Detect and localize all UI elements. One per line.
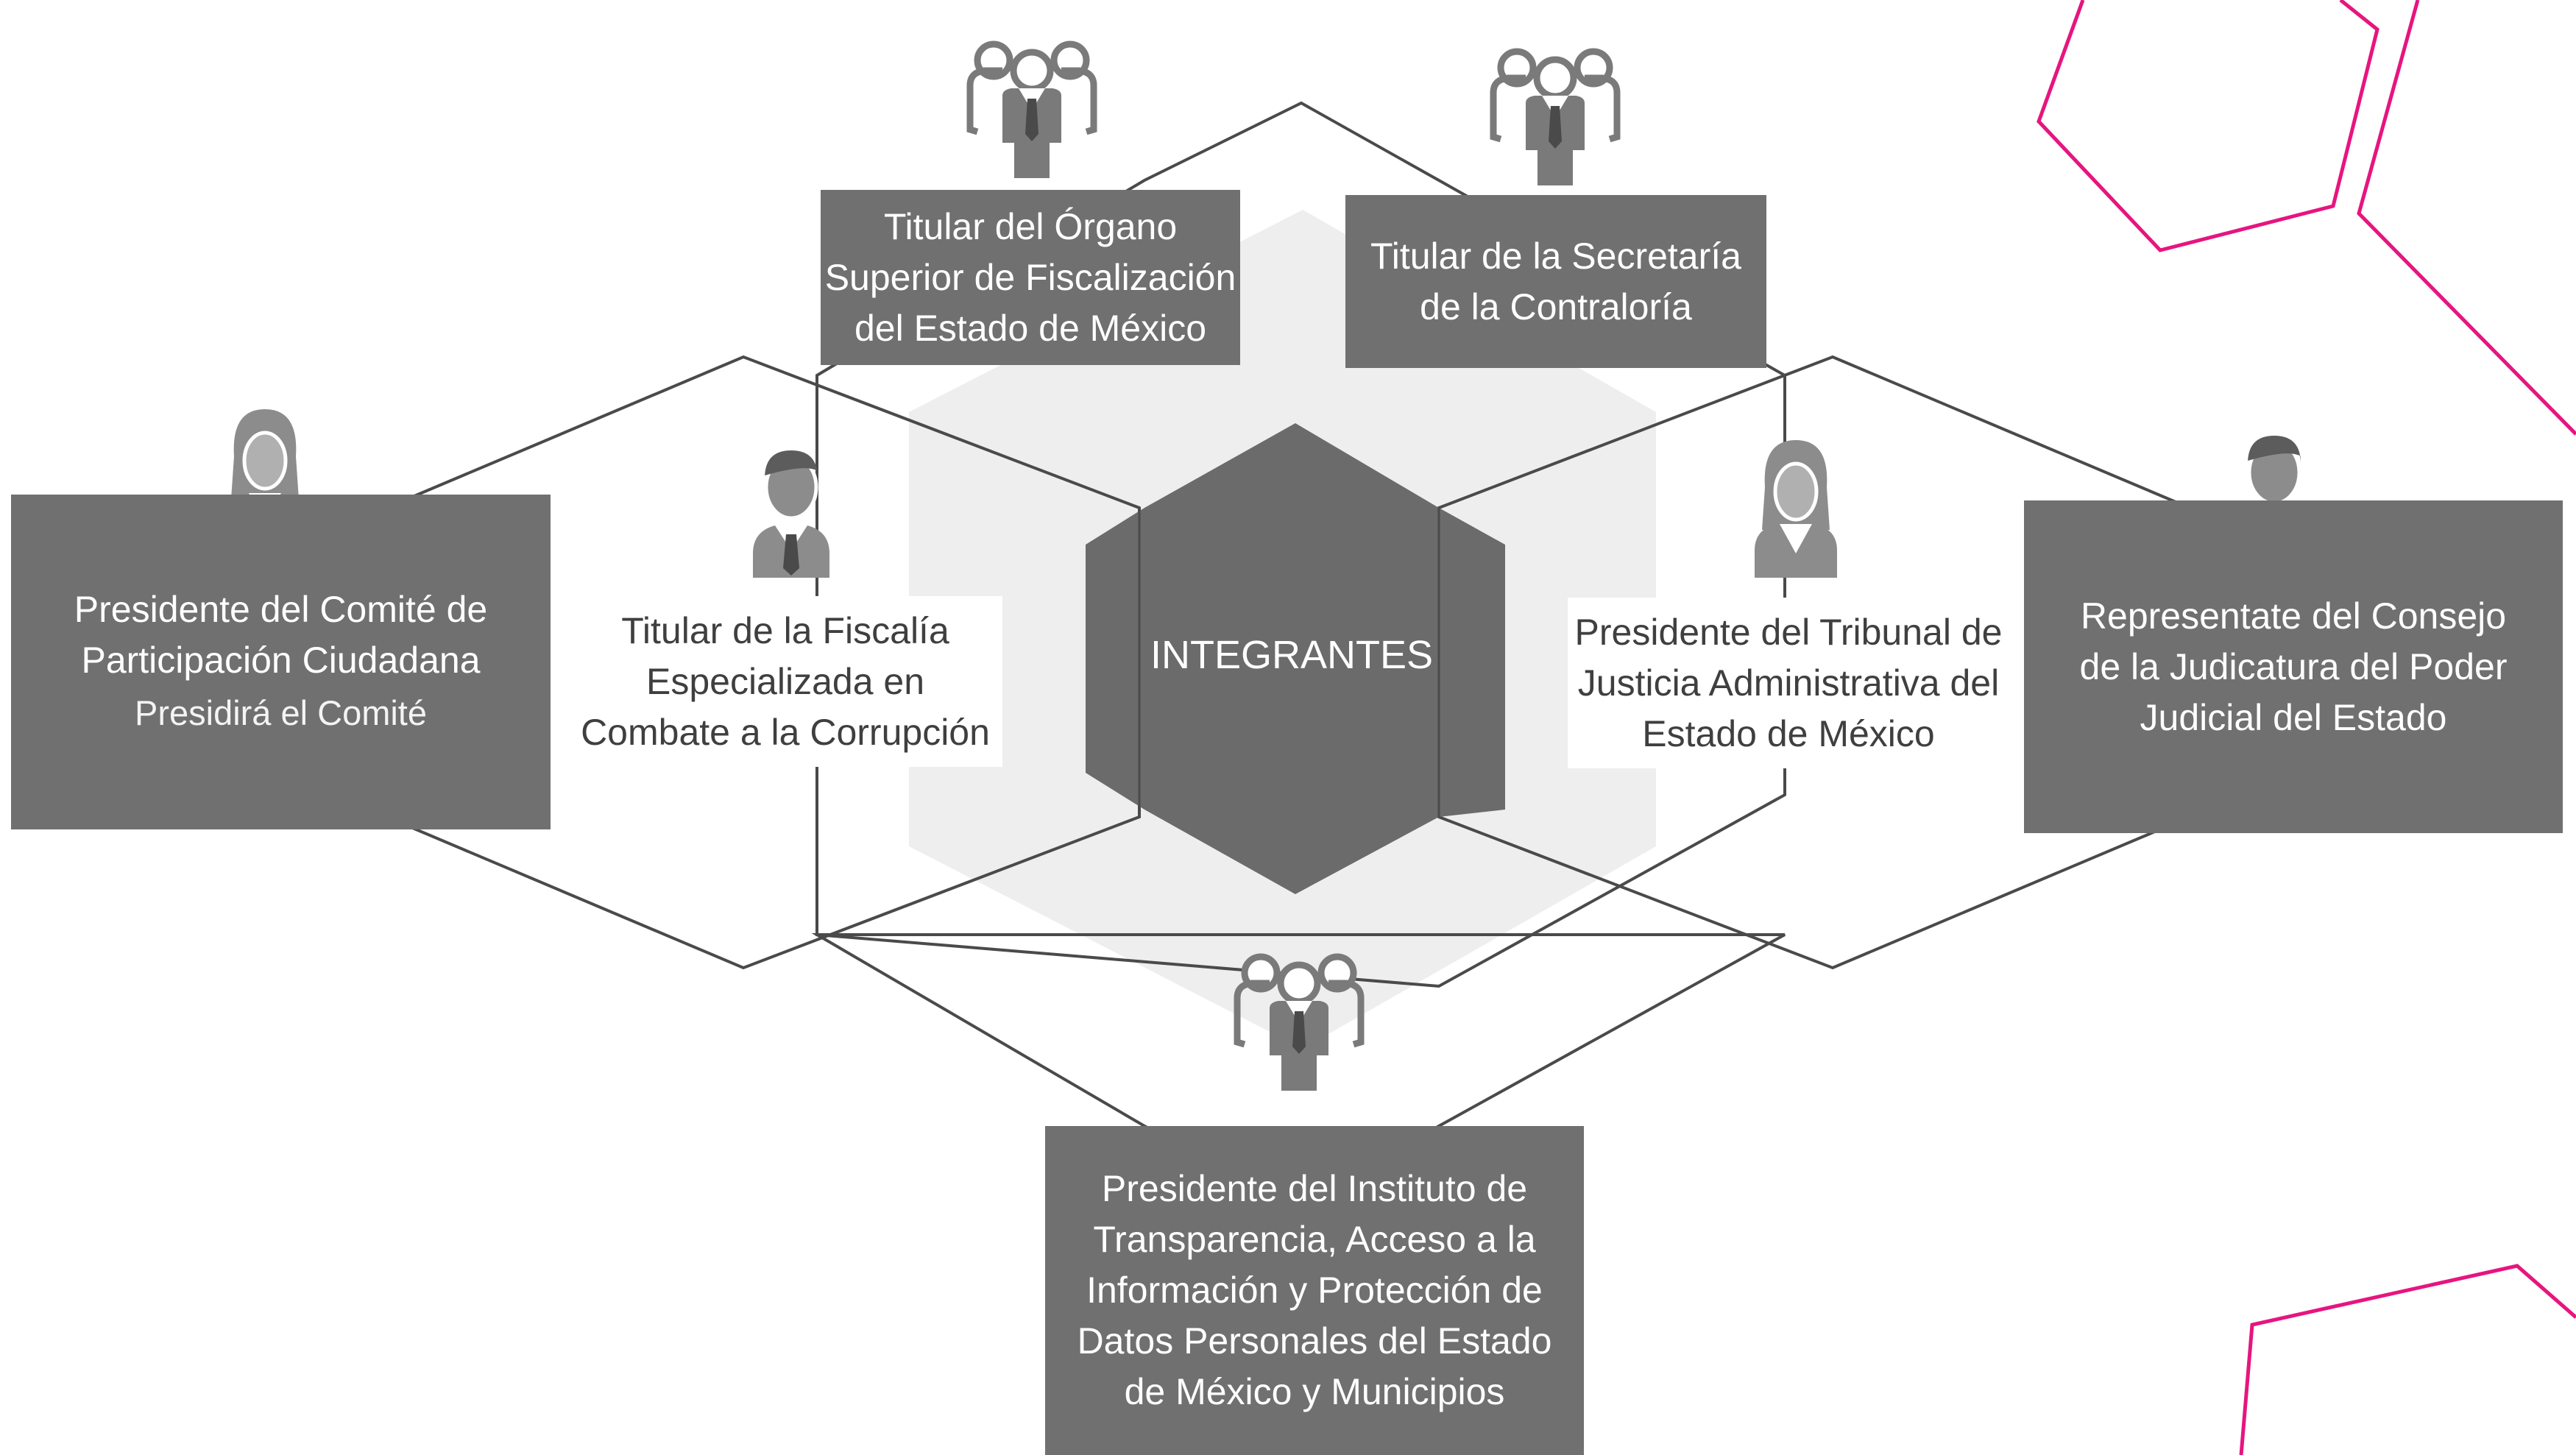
- woman-icon: [1755, 440, 1837, 578]
- member-label-line: Estado de México: [1642, 712, 1935, 754]
- member-label-line: Titular de la Fiscalía: [621, 609, 949, 651]
- accent-outlines: [2037, 0, 2576, 1455]
- member-label-line: de la Contraloría: [1420, 286, 1692, 328]
- member-label-line: Presidente del Instituto de: [1101, 1168, 1528, 1209]
- member-label-line: Representate del Consejo: [2080, 595, 2507, 637]
- accent-line-right: [2357, 0, 2576, 436]
- member-label-line: Especializada en: [645, 660, 925, 702]
- center-hexagon: [1086, 423, 1505, 894]
- accent-hexagon-top-right: [2037, 0, 2379, 252]
- member-box-judicatura: Representate del Consejo de la Judicatur…: [2024, 500, 2563, 833]
- group-people-icon: [1493, 52, 1617, 185]
- member-box-organo-superior: Titular del Órgano Superior de Fiscaliza…: [821, 190, 1240, 365]
- member-label-line: Presidente del Tribunal de: [1574, 611, 2003, 653]
- member-label-line: del Estado de México: [854, 307, 1207, 349]
- member-box-transparencia: Presidente del Instituto de Transparenci…: [1045, 1126, 1584, 1455]
- member-subtitle: Presidirá el Comité: [134, 693, 428, 732]
- member-label-line: Justicia Administrativa del: [1577, 662, 2000, 704]
- accent-hexagon-bottom-right: [2239, 1264, 2576, 1455]
- member-label-line: Combate a la Corrupción: [581, 711, 990, 753]
- member-label-line: Participación Ciudadana: [81, 639, 481, 681]
- member-label-line: de la Judicatura del Poder: [2079, 645, 2508, 687]
- member-label-line: Titular del Órgano: [883, 205, 1178, 247]
- member-box-comite-participacion: Presidente del Comité de Participación C…: [11, 495, 551, 829]
- member-label-line: Transparencia, Acceso a la: [1093, 1219, 1536, 1260]
- member-label-line: Información y Protección de: [1086, 1270, 1543, 1311]
- member-box-fiscalia: Titular de la Fiscalía Especializada en …: [568, 596, 1002, 767]
- member-box-tribunal: Presidente del Tribunal de Justicia Admi…: [1568, 598, 2009, 768]
- member-label-line: Presidente del Comité de: [74, 588, 488, 630]
- member-box-secretaria-contraloria: Titular de la Secretaría de la Contralor…: [1345, 195, 1766, 368]
- member-label-line: Superior de Fiscalización: [824, 256, 1236, 298]
- member-label-line: Judicial del Estado: [2140, 696, 2447, 738]
- member-label-line: Datos Personales del Estado: [1077, 1320, 1552, 1362]
- member-label-line: Titular de la Secretaría: [1370, 235, 1741, 277]
- member-label-line: de México y Municipios: [1124, 1371, 1505, 1412]
- center-label: INTEGRANTES: [1150, 633, 1434, 677]
- group-people-icon: [970, 44, 1094, 178]
